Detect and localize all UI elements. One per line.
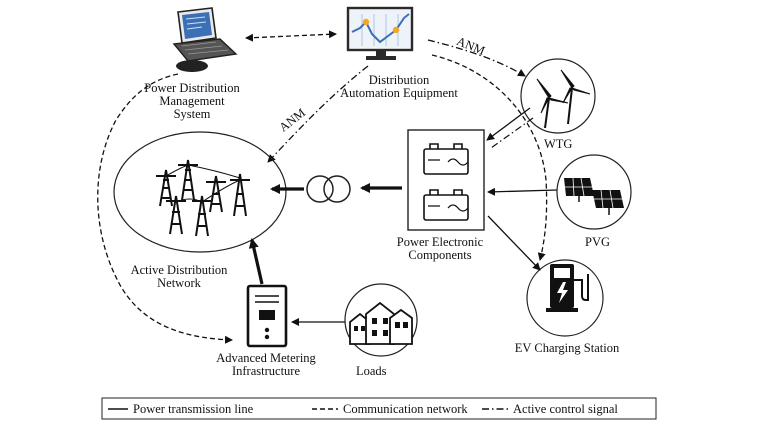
adn-label: Active Distribution Network: [120, 264, 238, 290]
pec-label: Power Electronic Components: [382, 236, 498, 262]
wind-turbine-icon: [536, 69, 591, 129]
monitor-chart-icon: [346, 6, 414, 60]
converter-icon-2: [423, 189, 469, 221]
legend-label-comm: Communication network: [343, 402, 468, 416]
wtg-label: WTG: [544, 137, 573, 151]
ev-circle: [526, 259, 604, 337]
pdms-label-line-3: System: [173, 107, 211, 121]
adn-circle: [113, 131, 287, 253]
power-line-wtg-pec: [486, 107, 531, 141]
anm-signal-adn: [267, 65, 369, 163]
comm-link-pdms-dae: [245, 30, 337, 42]
pdms-label: Power Distribution Management System: [142, 82, 242, 121]
adn-label-line-1: Active Distribution: [130, 263, 228, 277]
legend-label-power: Power transmission line: [133, 402, 254, 416]
ami-label-line-1: Advanced Metering: [216, 351, 316, 365]
transformer-icon: [306, 175, 351, 203]
dae-label-line-1: Distribution: [368, 73, 430, 87]
converter-icon-1: [423, 143, 469, 175]
pdms-label-line-2: Management: [159, 94, 225, 108]
loads-circle: [344, 283, 418, 357]
houses-icon: [349, 301, 413, 345]
ami-label-line-2: Infrastructure: [231, 364, 301, 378]
ami-label: Advanced Metering Infrastructure: [206, 352, 326, 378]
dae-label: Distribution Automation Equipment: [328, 74, 470, 100]
solar-panel-icon: [564, 177, 624, 215]
comm-link-dae-ev: [431, 54, 548, 261]
pec-label-line-1: Power Electronic: [396, 235, 484, 249]
pvg-label: PVG: [585, 235, 611, 249]
power-line-pvg-pec: [487, 187, 558, 196]
pvg-circle: [556, 154, 632, 230]
transmission-towers-icon: [156, 159, 250, 237]
anm-signal-wtg: [427, 39, 526, 77]
legend-box: [101, 397, 657, 420]
control-signal-wtg-pec: [490, 117, 534, 149]
ev-charger-icon: [546, 264, 589, 312]
loads-label: Loads: [356, 364, 387, 378]
legend-label-control: Active control signal: [513, 402, 618, 416]
pdms-label-line-1: Power Distribution: [144, 81, 240, 95]
adn-label-line-2: Network: [157, 276, 201, 290]
power-line-ami-adn: [248, 238, 264, 285]
pec-box: [407, 129, 485, 231]
ev-label: EV Charging Station: [514, 341, 620, 355]
power-line-ev-pec: [487, 215, 541, 271]
laptop-icon: [172, 7, 238, 72]
smart-meter-icon: [246, 284, 288, 348]
pec-label-line-2: Components: [408, 248, 472, 262]
wtg-circle: [520, 58, 596, 134]
dae-label-line-2: Automation Equipment: [340, 86, 458, 100]
